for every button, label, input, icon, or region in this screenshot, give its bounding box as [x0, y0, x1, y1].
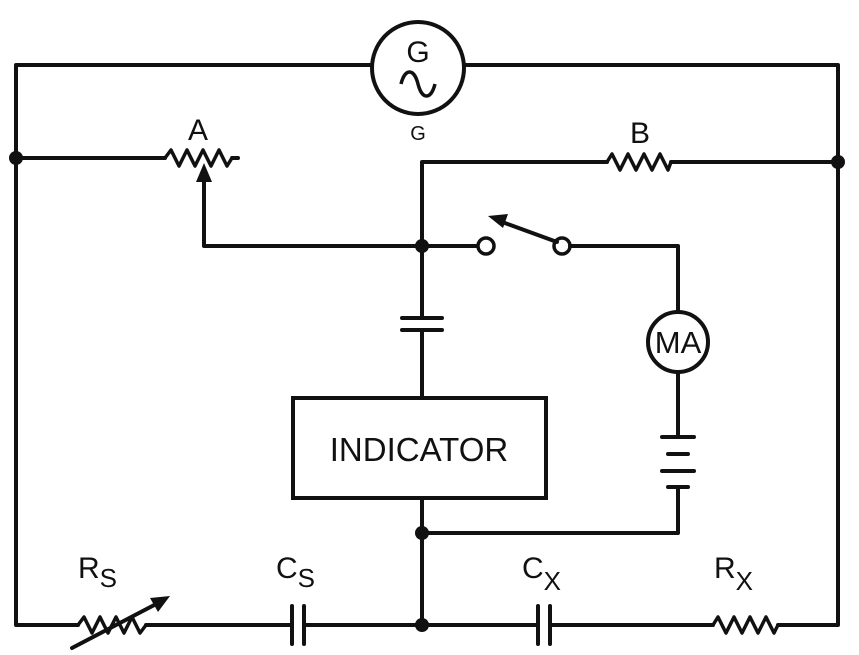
junction-left: [9, 151, 23, 165]
milliammeter-label: MA: [655, 325, 702, 360]
arm-b-wire: [420, 160, 840, 248]
rs-label: RS: [78, 552, 117, 593]
rs-variable-arrow-shaft: [70, 600, 162, 650]
generator: [370, 20, 466, 116]
switch-contact-left: [476, 236, 496, 256]
generator-symbol-label: G: [406, 36, 429, 69]
junction-center-top: [415, 239, 429, 253]
cx-label: CX: [522, 552, 561, 596]
right-wire: [776, 160, 840, 627]
switch-blade: [500, 220, 559, 244]
junction-bottom: [415, 618, 429, 632]
resistor-a: [163, 148, 234, 168]
rx-label: RX: [714, 552, 753, 596]
battery-return-wire: [420, 485, 680, 535]
junction-center-bottom: [415, 526, 429, 540]
indicator-label: INDICATOR: [330, 431, 508, 468]
switch-blade-arrow: [488, 214, 508, 228]
sine-wave-icon: [399, 70, 437, 98]
generator-caption: G: [410, 123, 426, 145]
resistor-b: [605, 152, 673, 172]
rs-variable-arrow-head: [150, 596, 170, 612]
cs-label: CS: [276, 552, 315, 593]
arm-a-wiper-arrow: [196, 163, 212, 182]
resistor-rx: [711, 615, 780, 635]
indicator-box: [291, 396, 548, 500]
milliammeter: [646, 310, 710, 374]
left-wire: [14, 156, 80, 627]
top-wire: [14, 63, 840, 164]
resistor-a-label: A: [188, 114, 208, 147]
junction-right: [831, 155, 845, 169]
ma-branch-wire: [568, 244, 680, 439]
arm-a-wiper-wire: [202, 178, 424, 248]
resistor-b-label: B: [630, 117, 650, 150]
